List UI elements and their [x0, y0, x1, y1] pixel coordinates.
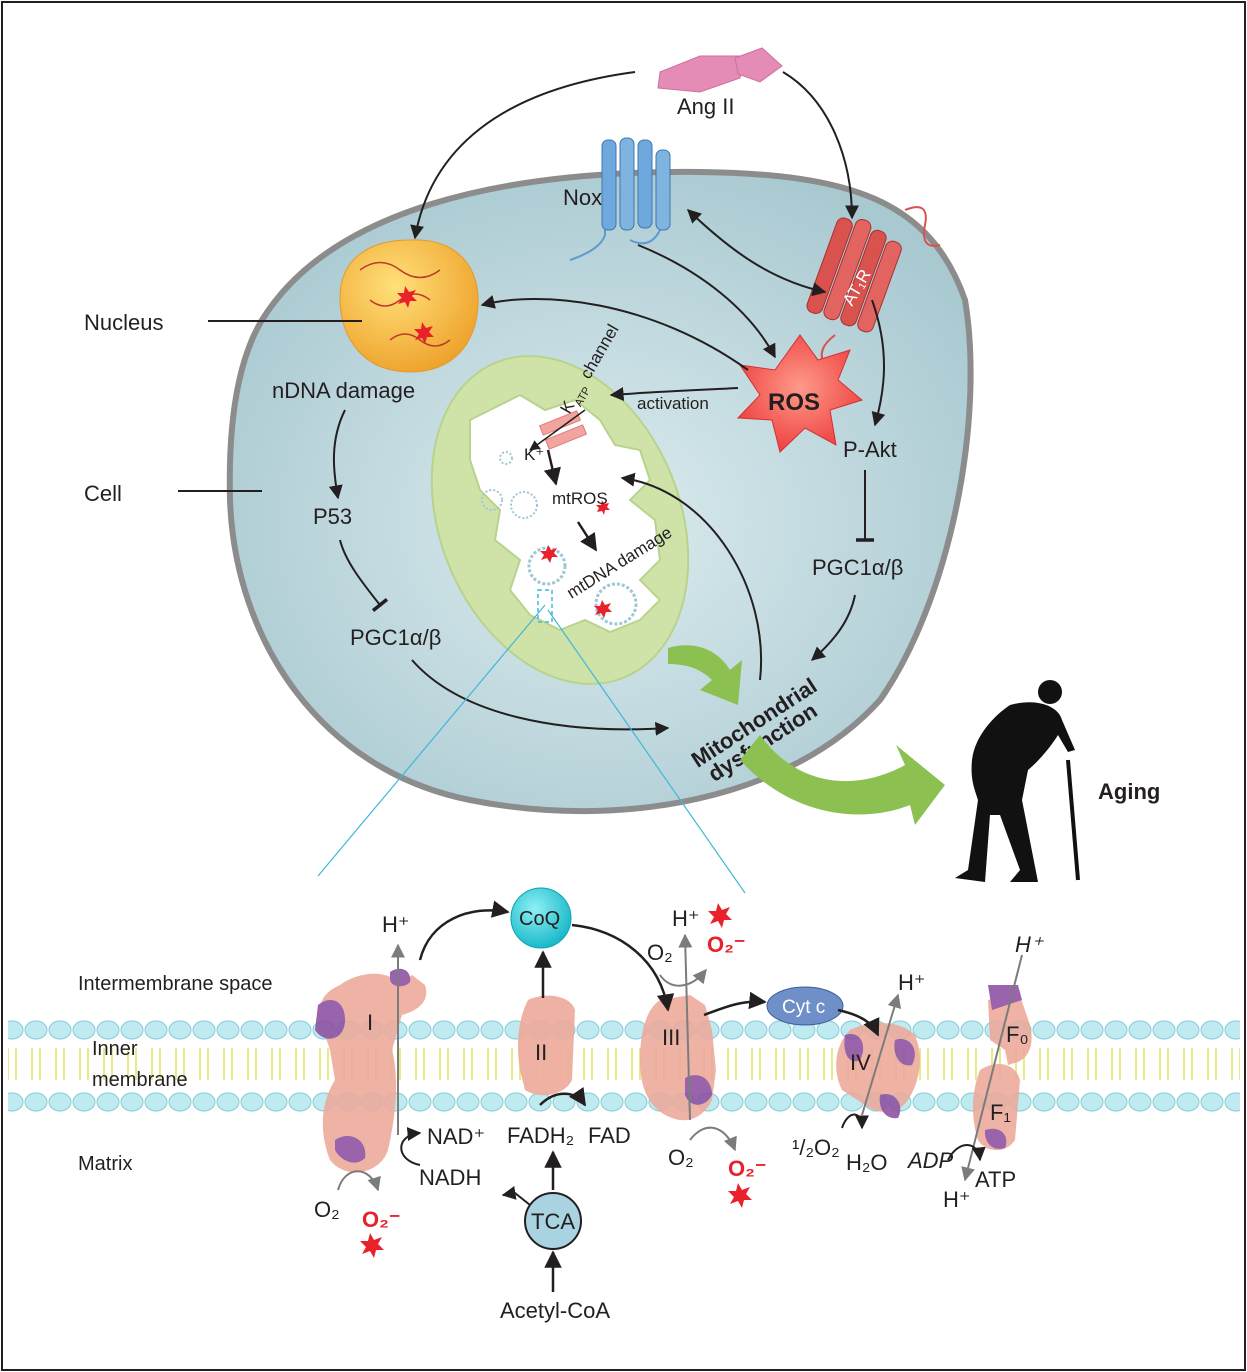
fad-label: FAD — [588, 1123, 631, 1148]
dna-damage-star-icon — [397, 286, 417, 308]
matrix-label: Matrix — [78, 1153, 132, 1175]
mtdna-damage-star-icon — [594, 600, 612, 618]
h-plus-label-atp-bottom: H⁺ — [943, 1187, 971, 1212]
zoom-line-left — [317, 604, 546, 877]
acetyl-coa-label: Acetyl-CoA — [500, 1298, 610, 1323]
complex-iv — [836, 1023, 920, 1119]
elderly-person-icon — [946, 663, 1081, 888]
inner-membrane-label-2: membrane — [92, 1069, 188, 1091]
etc-pathway-arrows — [337, 900, 1023, 1292]
zoom-box — [537, 589, 553, 623]
cyt-c-node — [766, 986, 844, 1026]
complex-i — [315, 968, 427, 1173]
nadh-label: NADH — [419, 1165, 481, 1190]
complex-i-label: I — [367, 1010, 373, 1035]
superoxide-label-i: O₂⁻ — [362, 1207, 401, 1232]
nad-plus-label: NAD⁺ — [427, 1124, 485, 1149]
fadh2-label: FADH₂ — [507, 1123, 574, 1148]
atp-synthase — [972, 985, 1032, 1151]
h-plus-label-iii: H⁺ — [672, 906, 700, 931]
tca-label: TCA — [531, 1209, 575, 1234]
o2-label-iii-top: O₂ — [647, 940, 673, 965]
superoxide-star-icon — [728, 1183, 752, 1208]
o2-label-iii-bottom: O₂ — [668, 1145, 694, 1170]
pgc-right-label: PGC1α/β — [812, 555, 903, 580]
green-arrow-mito — [668, 645, 742, 705]
inner-membrane — [8, 1020, 1240, 1112]
mitochondrion — [430, 355, 690, 685]
inner-membrane-label-1: Inner — [92, 1038, 138, 1060]
complex-ii-label: II — [535, 1040, 547, 1065]
nox-protein — [569, 137, 671, 261]
h-plus-label-atp-top: H⁺ — [1015, 932, 1045, 957]
h2o-label: H₂O — [846, 1150, 888, 1175]
cell-label: Cell — [84, 481, 122, 506]
tca-node — [524, 1192, 582, 1250]
cell-pathway-arrows — [328, 71, 886, 736]
ang-ii-peptide — [640, 40, 785, 112]
complex-ii — [517, 995, 575, 1096]
nucleus-label: Nucleus — [84, 310, 163, 335]
p-akt-label: P-Akt — [843, 437, 897, 462]
f1-label: F₁ — [990, 1100, 1011, 1125]
activation-label: activation — [637, 394, 709, 413]
adp-label: ADP — [906, 1148, 954, 1173]
atp-label: ATP — [975, 1167, 1016, 1192]
superoxide-label-iii-bottom: O₂⁻ — [728, 1156, 767, 1181]
complex-iii — [640, 995, 716, 1121]
coq-label: CoQ — [519, 908, 560, 930]
intermembrane-space-label: Intermembrane space — [78, 973, 273, 995]
green-arrow-aging — [740, 735, 945, 825]
f0-label: F₀ — [1006, 1022, 1029, 1047]
ros-burst — [736, 334, 864, 453]
zoom-line-right — [547, 609, 746, 894]
mtros-star-icon — [596, 500, 610, 515]
superoxide-label-iii-top: O₂⁻ — [707, 932, 746, 957]
nucleus — [339, 239, 479, 373]
mtros-label: mtROS — [552, 489, 608, 508]
complex-iv-label: IV — [850, 1050, 871, 1075]
superoxide-star-icon — [360, 1233, 384, 1258]
complex-iii-label: III — [662, 1025, 680, 1050]
ros-label: ROS — [768, 389, 820, 416]
nox-label: Nox — [563, 185, 602, 210]
aging-label: Aging — [1098, 779, 1160, 804]
coq-node — [510, 887, 572, 949]
dna-damage-star-icon — [414, 322, 434, 344]
h-plus-label-i: H⁺ — [382, 912, 410, 937]
ang-ii-label: Ang II — [677, 94, 734, 119]
ndna-damage-label: nDNA damage — [272, 378, 415, 403]
pgc-left-label: PGC1α/β — [350, 625, 441, 650]
mtdna-damage-star-icon — [540, 545, 558, 563]
superoxide-star-icon — [708, 903, 732, 928]
p53-label: P53 — [313, 504, 352, 529]
h-plus-label-iv: H⁺ — [898, 970, 926, 995]
half-o2-label: ¹/₂O₂ — [792, 1135, 840, 1160]
at1r-receptor: AT₁R — [806, 206, 941, 366]
o2-label-i: O₂ — [314, 1197, 340, 1222]
cyt-c-label: Cyt c — [782, 997, 825, 1018]
